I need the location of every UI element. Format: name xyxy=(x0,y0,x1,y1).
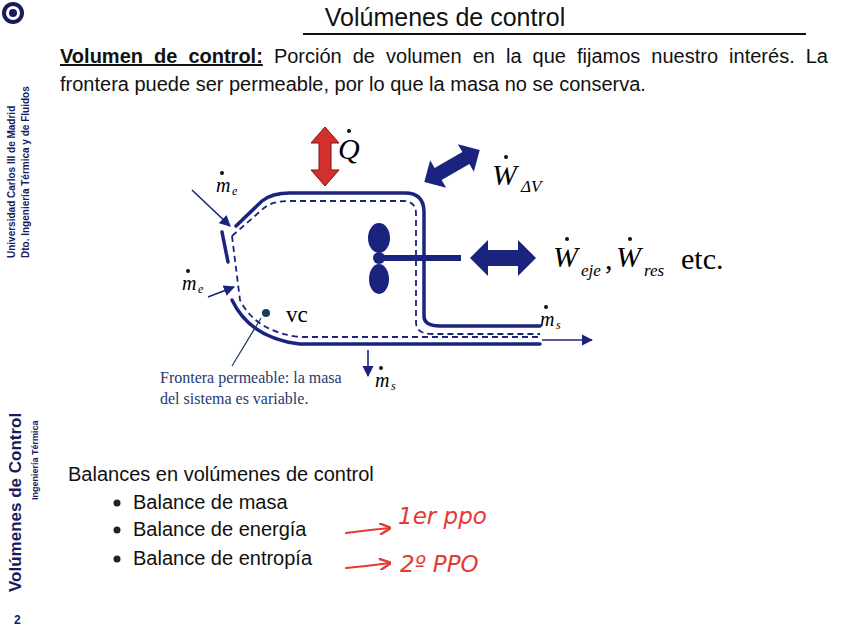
bullets xyxy=(114,500,121,563)
mass-flow-symbol: m xyxy=(216,174,230,196)
shaft-work-arrow xyxy=(470,240,536,276)
subscript: ΔV xyxy=(521,178,541,197)
handwritten-note: 2º PPO xyxy=(400,552,479,577)
intro-paragraph: Volumen de control: Porción de volumen e… xyxy=(60,42,828,98)
work-symbol: W xyxy=(492,158,517,191)
callout-note: Frontera permeable: la masa del sistema … xyxy=(160,368,342,410)
overdot xyxy=(544,305,548,309)
heat-symbol: Q xyxy=(338,132,360,165)
subscript: e xyxy=(232,185,237,198)
sidebar-text: Dto. Ingeniería Térmica y de Fluidos xyxy=(20,86,31,258)
sidebar-title: Volúmenes de Control xyxy=(7,413,26,592)
overdot xyxy=(347,129,351,133)
subscript: s xyxy=(556,319,561,332)
handwritten-arrows xyxy=(346,528,390,568)
mass-flow-symbol: m xyxy=(540,308,554,330)
mass-flow-symbol: m xyxy=(375,369,389,391)
subscript: res xyxy=(644,262,664,281)
sidebar-text: Universidad Carlos III de Madrid xyxy=(6,106,17,258)
overdot xyxy=(504,155,508,159)
etc-text: etc. xyxy=(681,242,723,275)
overdot xyxy=(379,366,383,370)
subscript: e xyxy=(198,283,203,296)
control-volume-dashed xyxy=(232,201,540,337)
overdot xyxy=(220,171,224,175)
work-symbol: W xyxy=(616,240,641,273)
heat-arrow xyxy=(311,127,339,186)
bullet-item: Balance de entropía xyxy=(133,547,312,569)
mass-flow-symbol: m xyxy=(182,272,196,294)
page-number: 2 xyxy=(14,614,21,627)
title-underline xyxy=(303,33,806,35)
sidebar-text: Ingeniería Térmica xyxy=(31,420,41,500)
vc-label: vc xyxy=(286,302,308,327)
subscript: eje xyxy=(581,262,601,281)
overdot xyxy=(186,269,190,273)
slide-title: Volúmenes de control xyxy=(0,4,848,32)
subscript: s xyxy=(391,380,396,393)
section-heading: Balances en volúmenes de control xyxy=(68,463,374,485)
term-heading: Volumen de control: xyxy=(60,45,263,67)
handwritten-note: 1er ppo xyxy=(398,504,487,529)
overdot xyxy=(565,237,569,241)
overdot xyxy=(628,237,632,241)
mass-flow-arrows xyxy=(192,190,592,376)
leader-line xyxy=(232,318,261,366)
bullet-item: Balance de masa xyxy=(133,491,288,513)
vc-point xyxy=(262,309,270,317)
work-symbol: W xyxy=(553,240,578,273)
bullet-item: Balance de energía xyxy=(133,518,306,540)
separator: , xyxy=(605,242,613,275)
volume-work-arrow xyxy=(416,136,487,196)
university-logo xyxy=(2,2,24,24)
control-volume-boundary xyxy=(222,193,540,344)
propeller xyxy=(368,223,461,294)
